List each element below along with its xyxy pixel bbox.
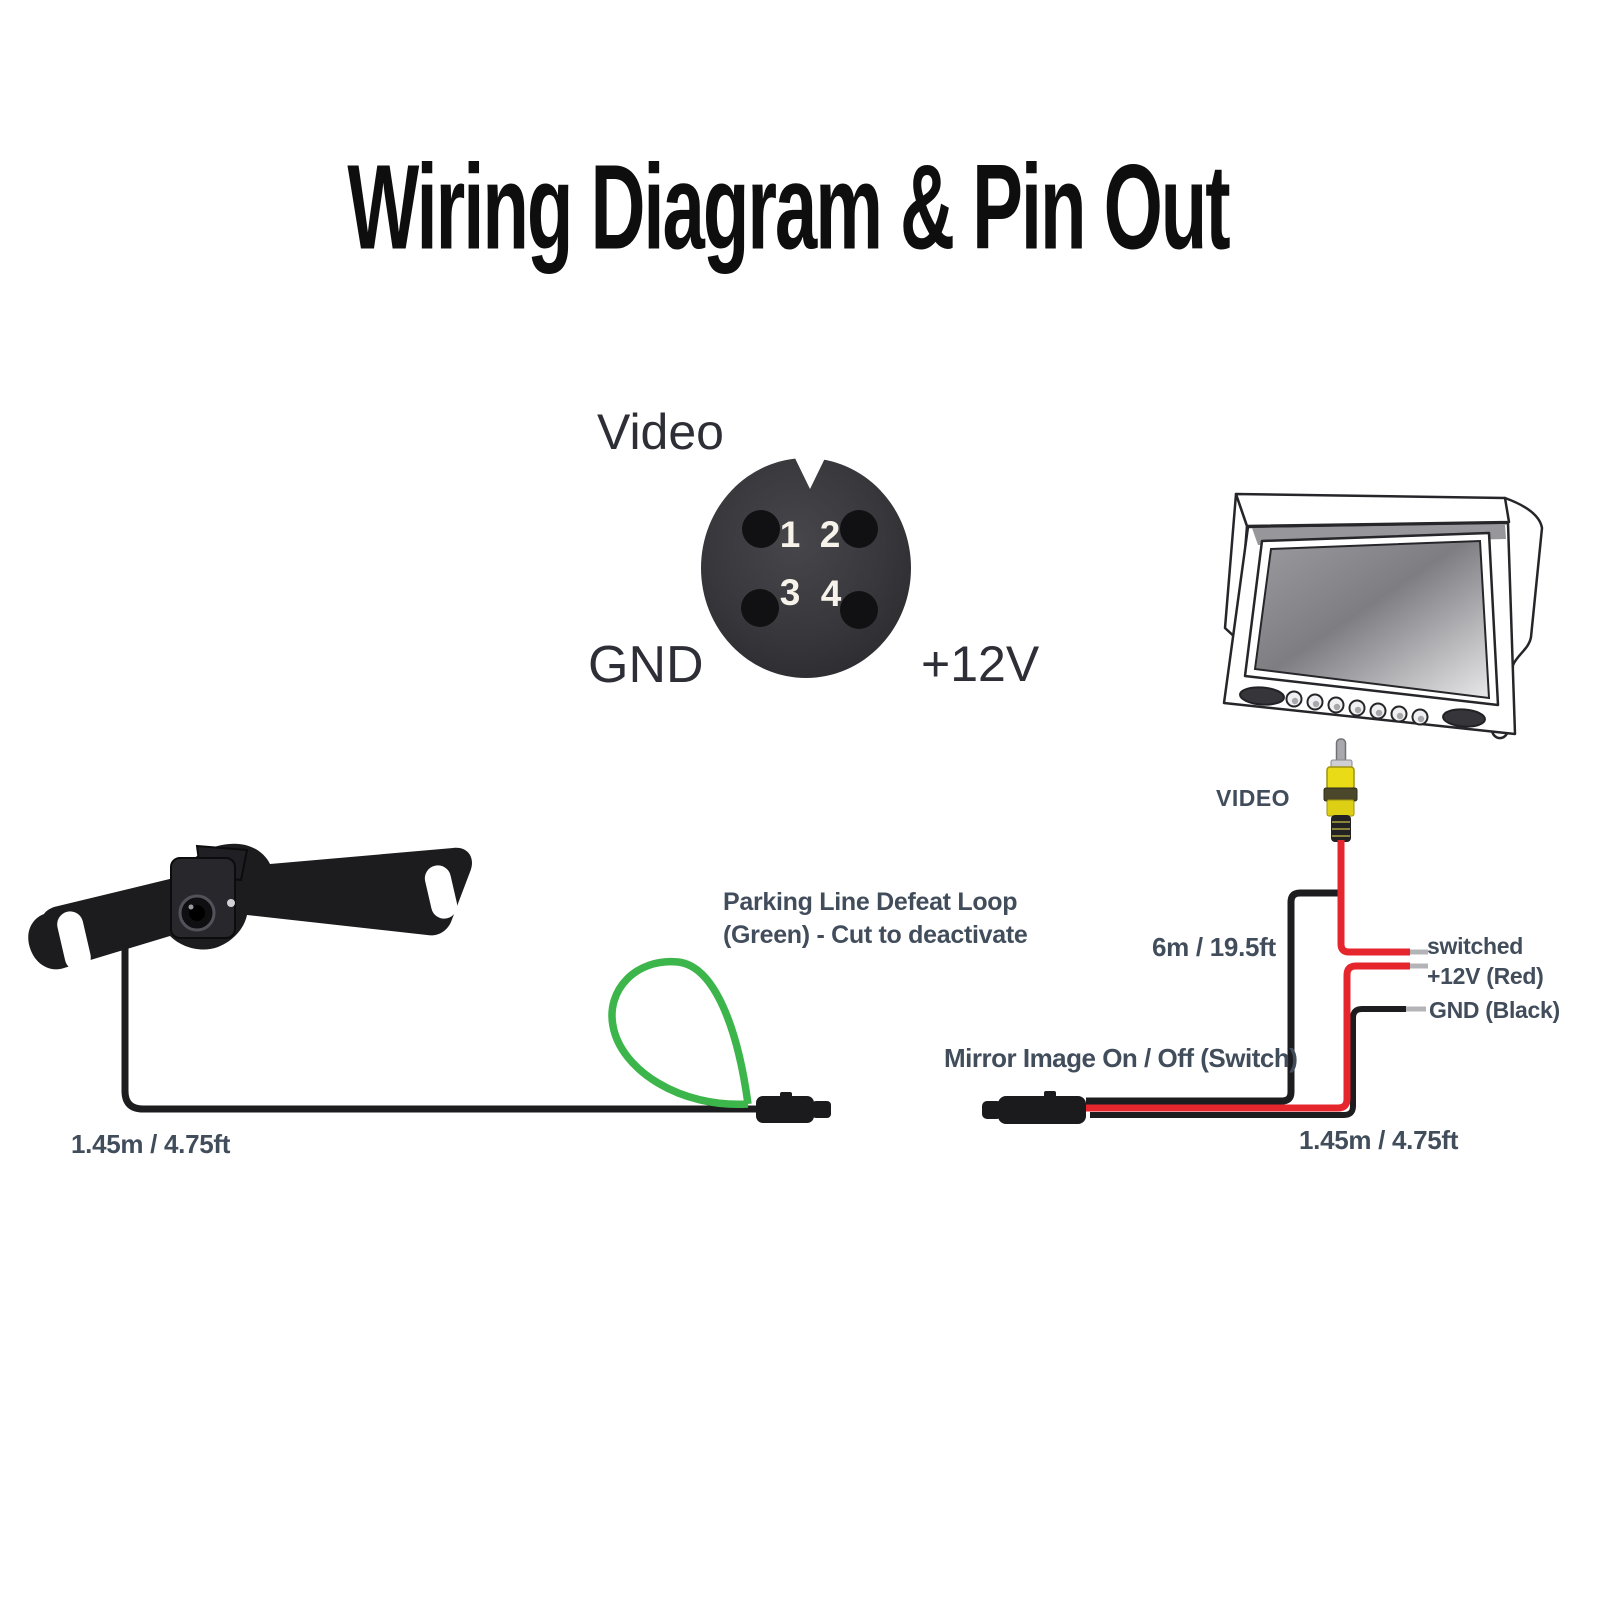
monitor-screen bbox=[1253, 539, 1491, 700]
rca-video-label: VIDEO bbox=[1216, 785, 1291, 811]
pin-hole-4 bbox=[840, 591, 878, 629]
camera-cable-connector bbox=[756, 1092, 831, 1123]
monitor-button bbox=[1411, 708, 1429, 726]
monitor-buttons bbox=[1285, 690, 1429, 726]
camera-illustration bbox=[28, 843, 473, 971]
rca-pin bbox=[1335, 738, 1347, 764]
switched-power-label-line2: +12V (Red) bbox=[1427, 962, 1544, 989]
connector-nub bbox=[780, 1092, 792, 1099]
camera-lens bbox=[189, 905, 205, 921]
monitor-illustration bbox=[1222, 492, 1544, 740]
pin-number-3: 3 bbox=[780, 572, 801, 613]
power-wire-to-switch bbox=[1086, 962, 1410, 1112]
rca-barrel-top bbox=[1326, 766, 1355, 790]
connector-barrel bbox=[756, 1096, 814, 1123]
video-ground-branch-wire bbox=[1086, 889, 1344, 1105]
monitor-visor-top bbox=[1234, 492, 1511, 528]
switched-power-label: switched +12V (Red) bbox=[1427, 932, 1544, 992]
switch-nub bbox=[1044, 1091, 1056, 1098]
pin-number-1: 1 bbox=[780, 514, 801, 555]
mirror-image-switch bbox=[982, 1091, 1086, 1124]
connector-tip bbox=[812, 1101, 831, 1118]
parking-loop-label: Parking Line Defeat Loop (Green) - Cut t… bbox=[723, 886, 1028, 951]
ground-wire bbox=[1090, 1006, 1406, 1118]
monitor-harness-wires bbox=[982, 840, 1428, 1124]
strain-relief-ribs bbox=[1332, 821, 1350, 837]
camera-highlight bbox=[227, 899, 235, 907]
monitor-button bbox=[1390, 705, 1408, 723]
switched-power-label-line1: switched bbox=[1427, 933, 1524, 959]
camera-cable-length-label: 1.45m / 4.75ft bbox=[71, 1129, 231, 1159]
speaker-slot-left bbox=[1239, 686, 1285, 706]
power-wire-from-rca bbox=[1337, 840, 1410, 956]
rca-nut bbox=[1323, 787, 1358, 802]
connector-keyway-notch bbox=[792, 452, 828, 489]
monitor-button bbox=[1285, 690, 1303, 708]
mirror-switch-label: Mirror Image On / Off (Switch) bbox=[944, 1043, 1298, 1073]
pinout-gnd-label: GND bbox=[588, 636, 704, 694]
monitor-cable-length-label: 6m / 19.5ft bbox=[1152, 932, 1276, 962]
switch-cable-length-label: 1.45m / 4.75ft bbox=[1299, 1125, 1459, 1155]
pinout-video-label: Video bbox=[597, 404, 724, 460]
ground-wire-label: GND (Black) bbox=[1429, 997, 1560, 1023]
parking-loop-label-line2: (Green) - Cut to deactivate bbox=[723, 920, 1028, 949]
left-mount-slot bbox=[57, 911, 91, 971]
connector-face bbox=[701, 458, 911, 678]
monitor-button bbox=[1327, 696, 1345, 714]
pinout-power-label: +12V bbox=[921, 636, 1040, 692]
pin-hole-2 bbox=[840, 510, 878, 548]
monitor-button bbox=[1306, 693, 1324, 711]
rca-barrel-lower bbox=[1326, 799, 1355, 817]
camera-mount-bar bbox=[28, 843, 473, 970]
switch-tip bbox=[982, 1101, 1002, 1119]
page-title: Wiring Diagram & Pin Out bbox=[346, 139, 1230, 275]
monitor-button bbox=[1348, 699, 1366, 717]
camera-cable-wire bbox=[121, 932, 831, 1123]
connector-pinout: 1 2 3 4 bbox=[701, 452, 911, 678]
monitor-button bbox=[1369, 702, 1387, 720]
parking-loop-wire bbox=[608, 957, 752, 1108]
lens-glint bbox=[188, 904, 194, 910]
switch-barrel bbox=[998, 1096, 1086, 1124]
pin-number-4: 4 bbox=[821, 573, 842, 614]
parking-loop-label-line1: Parking Line Defeat Loop bbox=[723, 888, 1018, 916]
pin-hole-1 bbox=[742, 510, 780, 548]
rca-video-plug bbox=[1323, 738, 1358, 842]
speaker-slot-right bbox=[1442, 708, 1486, 728]
right-mount-slot bbox=[424, 865, 458, 919]
camera-wire-path bbox=[121, 932, 758, 1113]
pin-number-2: 2 bbox=[820, 514, 841, 555]
pin-hole-3 bbox=[741, 589, 779, 627]
